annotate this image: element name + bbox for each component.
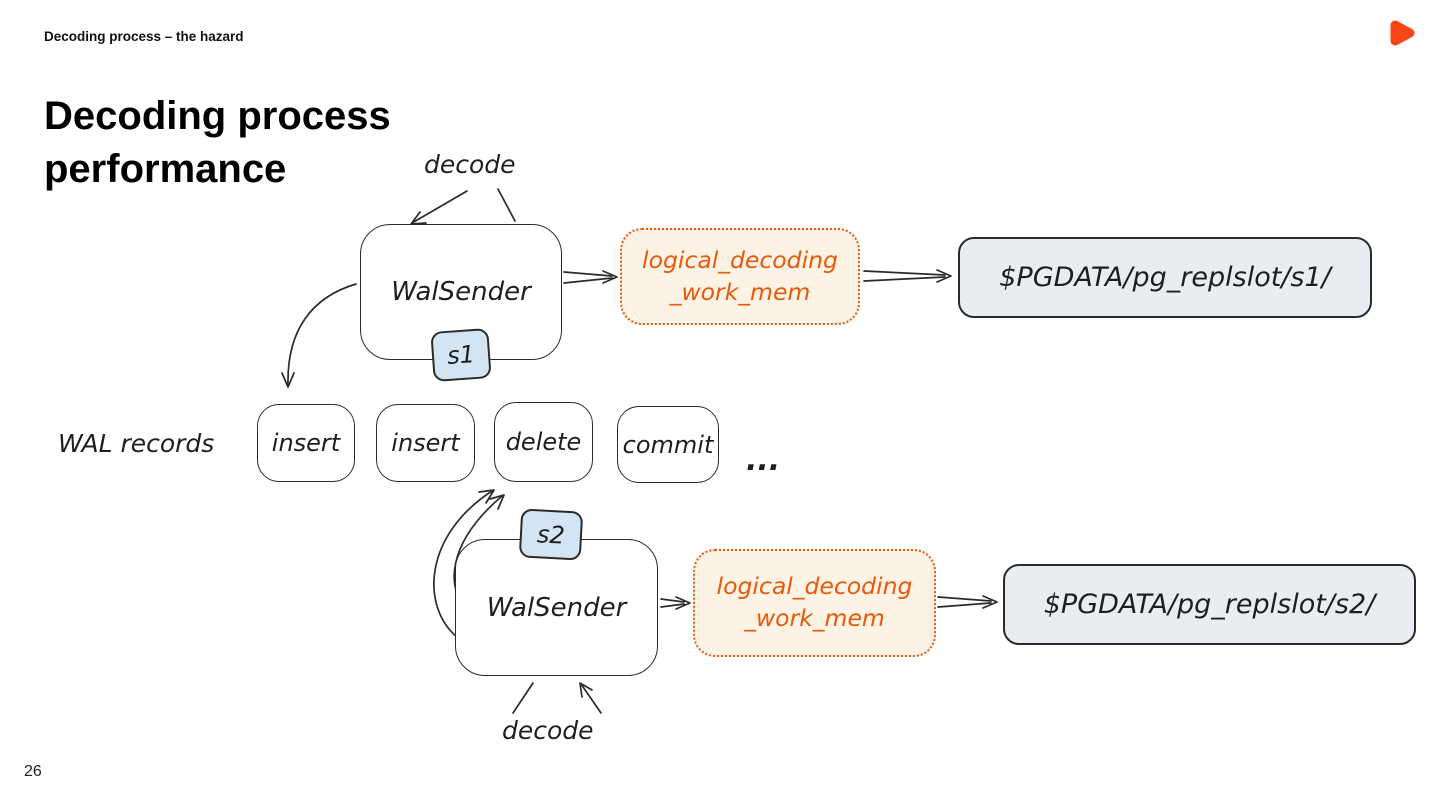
wal-records-label: WAL records	[58, 429, 215, 458]
wal-record-label: commit	[622, 430, 714, 459]
replslot-path-s2-label: $PGDATA/pg_replslot/s2/	[1043, 589, 1376, 620]
wal-record-box-commit: commit	[617, 406, 719, 483]
arrow-walsender1-to-workmem1	[563, 270, 618, 284]
wal-record-box-insert-1: insert	[257, 404, 355, 482]
work-mem-top-line1: logical_decoding	[642, 245, 838, 274]
decode-label-top: decode	[424, 150, 516, 179]
work-mem-bottom-line2: _work_mem	[744, 604, 885, 632]
arrow-workmem2-to-path2	[937, 595, 998, 609]
wal-records-ellipsis: ...	[746, 443, 781, 478]
wal-record-box-insert-2: insert	[376, 404, 475, 482]
work-mem-box-bottom: logical_decoding _work_mem	[693, 549, 936, 657]
arrow-walsender2-to-workmem2	[660, 596, 691, 610]
brand-logo-icon	[1384, 16, 1418, 50]
slot-badge-s2: s2	[518, 508, 584, 561]
work-mem-top-line2: _work_mem	[669, 277, 811, 306]
slide-title: Decoding process performance	[44, 94, 391, 192]
walsender-box-bottom: WalSender	[455, 539, 658, 676]
wal-record-label: delete	[505, 428, 582, 456]
slot-s1-label: s1	[446, 340, 476, 370]
walsender-box-top: WalSender	[360, 224, 562, 360]
replslot-path-s1-label: $PGDATA/pg_replslot/s1/	[999, 262, 1331, 293]
wal-record-box-delete: delete	[494, 402, 593, 482]
walsender-bottom-label: WalSender	[486, 592, 627, 623]
replslot-path-box-s1: $PGDATA/pg_replslot/s1/	[958, 237, 1372, 318]
arrow-workmem1-to-path1	[863, 269, 952, 283]
arrow-walsender1-to-wal-records	[281, 283, 357, 388]
page-number: 26	[24, 763, 42, 780]
arrow-decode-bottom-to-walsender2	[512, 682, 602, 714]
slide-header: Decoding process – the hazard	[44, 29, 244, 44]
walsender-top-label: WalSender	[391, 277, 531, 307]
replslot-path-box-s2: $PGDATA/pg_replslot/s2/	[1003, 564, 1416, 645]
slot-s2-label: s2	[536, 519, 566, 550]
brand-logo-shape	[1390, 20, 1415, 46]
wal-record-label: insert	[271, 429, 341, 457]
work-mem-bottom-line1: logical_decoding	[716, 572, 913, 601]
wal-record-label: insert	[391, 429, 460, 457]
decode-label-bottom: decode	[502, 716, 594, 745]
slot-badge-s1: s1	[430, 328, 492, 382]
work-mem-box-top: logical_decoding _work_mem	[620, 228, 860, 325]
